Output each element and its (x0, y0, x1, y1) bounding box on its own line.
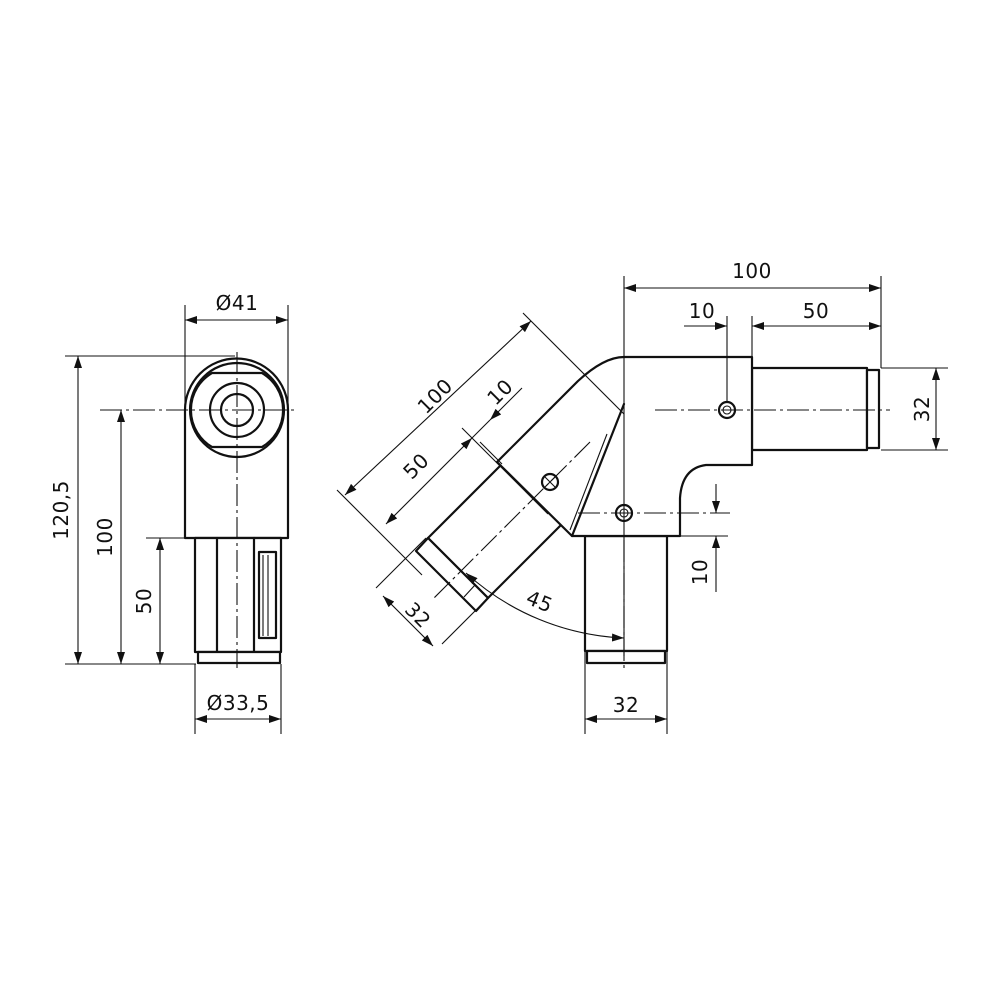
extension-line (375, 537, 427, 589)
dim-top-10: 10 (689, 299, 715, 323)
dim-right-32: 32 (910, 396, 934, 422)
extension-line (336, 489, 423, 576)
vertical-end-cap (585, 649, 667, 665)
dimension-line (471, 419, 491, 439)
spigot-slot (257, 550, 278, 640)
dim-height-120-5: 120,5 (49, 480, 73, 540)
extension-line (522, 312, 625, 415)
dim-angled-100: 100 (413, 374, 458, 419)
dim-angle-45: 45 (523, 585, 557, 617)
horizontal-end-cap (865, 368, 881, 450)
end-cap (196, 650, 282, 665)
spigot (193, 536, 283, 654)
dimension-line (344, 320, 532, 496)
miter-line (569, 433, 608, 531)
side-view: Ø41 120,5 100 50 Ø33,5 (49, 291, 298, 734)
centerline (433, 441, 591, 599)
dim-side-10: 10 (688, 559, 712, 585)
dimension-line (489, 387, 523, 421)
dim-diameter-41: Ø41 (216, 291, 259, 315)
dimension-line (382, 595, 434, 647)
dim-angled-32: 32 (400, 597, 436, 633)
dimension-line (385, 437, 473, 525)
front-view: 100 10 50 32 10 32 45 100 (336, 259, 948, 734)
vertical-spigot (583, 534, 669, 653)
extension-line (479, 441, 503, 465)
dim-top-100: 100 (732, 259, 772, 283)
dim-height-100: 100 (93, 517, 117, 557)
dim-bottom-32: 32 (613, 693, 639, 717)
angle-arc (465, 572, 625, 642)
miter-line (570, 402, 626, 538)
dim-angled-50: 50 (398, 448, 434, 484)
dim-top-50: 50 (803, 299, 829, 323)
flange-socket (189, 371, 285, 449)
dim-angled-10: 10 (482, 374, 518, 410)
horizontal-spigot (750, 366, 869, 452)
dim-height-50: 50 (132, 588, 156, 614)
extension-line (441, 597, 489, 645)
dim-diameter-33-5: Ø33,5 (207, 691, 270, 715)
